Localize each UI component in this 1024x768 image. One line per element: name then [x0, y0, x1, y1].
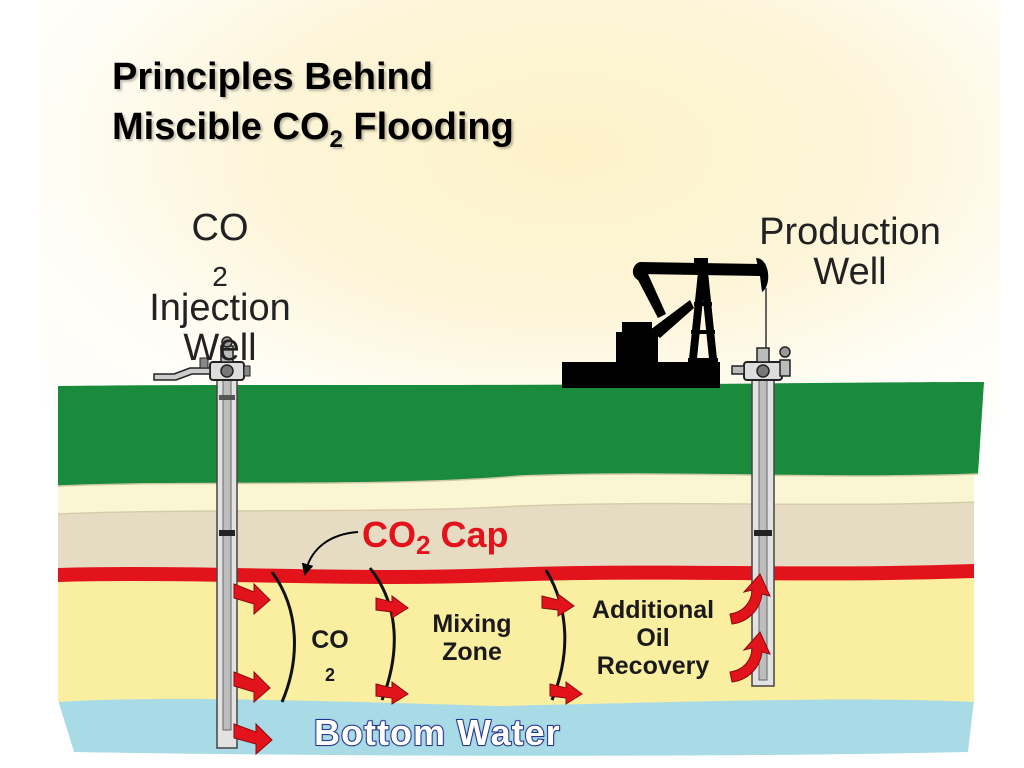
- co2-front-curve: [270, 571, 296, 703]
- surface-layer: [58, 382, 984, 486]
- co2-zone-label: CO 2: [290, 626, 370, 685]
- mixing-arrow-lower: [375, 681, 409, 705]
- production-well-icon: [731, 346, 791, 687]
- production-label-line1: Production: [759, 211, 941, 253]
- co2-zone-subscript: 2: [324, 665, 335, 685]
- co2-cap-pointer: [301, 531, 359, 576]
- oil-front-curve: [544, 569, 567, 701]
- oil-arrow-lower: [549, 681, 583, 705]
- bottom-water-layer: [58, 697, 974, 756]
- co2-zone-line: CO 2: [290, 626, 370, 685]
- mixing-arrow-upper: [375, 595, 409, 619]
- oil-arrow-upper: [541, 593, 575, 617]
- cap-label-cap: Cap: [430, 514, 509, 555]
- injection-well-label: CO 2 Injection Well: [120, 208, 320, 368]
- co2-zone-co: CO: [311, 626, 349, 654]
- oil-recovery-line3: Recovery: [596, 652, 710, 680]
- title-co-text: Miscible CO: [112, 106, 330, 148]
- co2-cap-label: CO2 Cap: [362, 514, 509, 558]
- caprock-layer: [58, 500, 974, 570]
- injection-label-co: CO: [191, 207, 249, 249]
- mixing-zone-line1: Mixing: [432, 610, 512, 638]
- oil-recovery-line2: Oil: [636, 624, 670, 652]
- injection-well-icon: [153, 336, 251, 749]
- injection-label-subscript: 2: [212, 261, 228, 292]
- injection-label-line3: Well: [183, 327, 257, 369]
- injection-label-line2: Injection: [149, 287, 291, 329]
- oil-recovery-line1: Additional: [591, 596, 715, 624]
- injection-label-line1: CO 2: [120, 207, 320, 291]
- production-arrow-lower: [729, 631, 771, 683]
- title-subscript: 2: [329, 126, 343, 153]
- title-line-1: Principles Behind: [112, 56, 433, 98]
- bottom-water-label: Bottom Water: [313, 711, 561, 754]
- pump-jack-icon: [562, 258, 769, 388]
- production-arrow-upper: [729, 573, 771, 625]
- title-line-2: Miscible CO2 Flooding: [112, 102, 514, 152]
- mixing-zone-line2: Zone: [442, 638, 502, 666]
- injection-arrow-lower: [233, 670, 271, 704]
- production-label-line2: Well: [813, 251, 887, 293]
- cap-label-subscript: 2: [416, 530, 431, 560]
- injection-arrow-upper: [233, 582, 271, 616]
- flow-arrows: [233, 573, 771, 756]
- injection-arrow-bottom: [233, 722, 273, 756]
- mixing-zone-label: Mixing Zone: [412, 610, 532, 666]
- production-well-label: Production Well: [730, 212, 970, 292]
- cap-label-co: CO: [362, 514, 416, 555]
- mixing-front-curve: [368, 567, 396, 701]
- oil-recovery-label: Additional Oil Recovery: [568, 596, 738, 680]
- title-flooding-text: Flooding: [342, 106, 514, 148]
- page-title: Principles Behind Miscible CO2 Flooding: [112, 52, 514, 152]
